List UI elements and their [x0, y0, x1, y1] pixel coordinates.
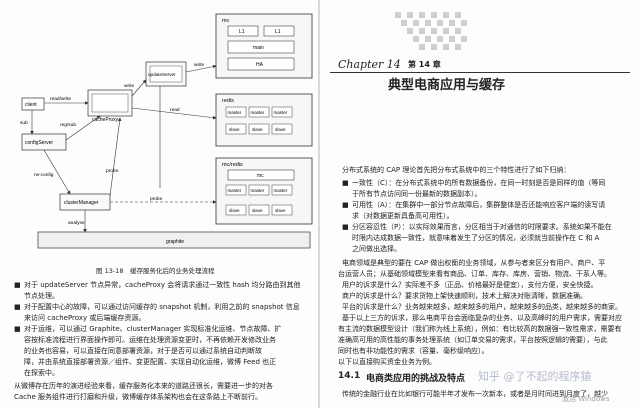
body-line: 平台的诉求是什么？业务越来越多，越来越多的用户，越来越多的品类，越来越多的商家。 — [342, 303, 622, 311]
chapter-title: 典型电商应用与缓存 — [388, 78, 506, 93]
edge-read: read — [170, 107, 180, 113]
svg-text:master: master — [274, 188, 288, 193]
svg-text:cacheProxy: cacheProxy — [92, 117, 119, 123]
section-title: 电商类应用的挑战及特点 — [366, 374, 466, 384]
svg-text:clusterManager: clusterManager — [64, 200, 99, 206]
bullet-marker: ■ — [14, 325, 21, 333]
body-line: 电商领域是典型的要在 CAP 做出权衡的业务领域，从参与者来区分有用户、商户、平 — [342, 259, 606, 267]
client-box — [21, 97, 45, 111]
svg-text:client: client — [25, 102, 37, 108]
svg-text:slave: slave — [252, 208, 263, 213]
body-line: 的业务也容易，可以直接在同意部署资源，对于是否可以通过系统自动判断故 — [24, 347, 262, 355]
svg-text:master: master — [251, 188, 265, 193]
body-line: 基于以上三方的诉求，那么电商平台会面临复杂的业务、以及高峰时的用户需求，需要对应 — [342, 314, 622, 322]
body-line: 有主流的数据模型设计（我们称为线上系统），例如：有比较高的数据强一致性需求，需要… — [338, 325, 622, 333]
mc-redis-label: mc/redis — [222, 162, 243, 168]
slave-box: slave — [229, 127, 240, 132]
redis-label: redis — [222, 98, 234, 104]
book-spine — [318, 0, 320, 408]
bullet-marker: ■ — [14, 281, 21, 289]
edge-regsub: reg/sub — [60, 122, 76, 128]
svg-text:updateServer: updateServer — [148, 72, 176, 77]
cap-line: 求（对数据更新具备高可用性）。 — [352, 212, 454, 220]
master-box: master — [228, 110, 242, 115]
body-line: 节点处理。 — [24, 292, 59, 300]
l1-box-b: L1 — [275, 29, 281, 35]
body-line: 商户的诉求是什么？要求货物上架快速顺利，技术上解决对账清晰，数据准确。 — [342, 292, 587, 300]
windows-activation-note: 激活 Windows — [562, 395, 610, 403]
cap-line: 一致性（C）：在分布式系统中的所有数据备份，在同一时刻是否是同样的值（等同 — [352, 179, 606, 187]
svg-text:graphite: graphite — [166, 239, 184, 245]
redis-cluster-box — [215, 93, 313, 147]
edge-probe: probe — [106, 168, 119, 174]
body-line: 同时也有非功能性的需求（容量、毫秒级响应）。 — [338, 347, 489, 355]
watermark-text: 知乎 @了不起的程序猿 — [478, 370, 592, 383]
body-line: 对于配置中心的故障，可以通过访问缓存的 snapshot 机制，利用之前的 sn… — [24, 303, 300, 311]
chapter-number: 第 14 章 — [408, 60, 441, 69]
body-line: 从微博存在历年的演进经验来看，缓存服务化本来的道路还很长，需要进一步的对各 — [14, 382, 273, 390]
body-line: 来访问 cacheProxy 或后端缓存资源。 — [24, 314, 146, 322]
section-line: 传统的金融行业在比如银行可能半年才发布一次新本，或者是月时间进到月度了，越少 — [342, 390, 608, 398]
svg-text:configServer: configServer — [25, 140, 53, 146]
bullet-marker: ■ — [14, 303, 21, 311]
mc-label: mc — [222, 18, 230, 24]
svg-text:slave: slave — [252, 127, 263, 132]
edge-write-1: write — [124, 83, 134, 89]
chapter-rule — [330, 72, 630, 73]
l1-box-a: L1 — [239, 29, 245, 35]
svg-text:master: master — [251, 110, 265, 115]
section-number: 14.1 — [338, 371, 361, 381]
body-line: 对于 updateServer 节点异常，cacheProxy 会将请求通过一致… — [24, 281, 301, 289]
body-line: 准确高可用的高性能的事务处理系统（如订单交易的需求，平台按照逻辑的需要），与此 — [338, 336, 608, 344]
figure-caption: 图 13-18 缓存服务化后的业务处理流程 — [96, 267, 215, 275]
right-book-page: Chapter 14 第 14 章 典型电商应用与缓存 分布式系统的 CAP 理… — [320, 0, 640, 408]
decorative-pixel-pattern — [395, 12, 467, 50]
body-line: 以下以直接购买资金业务为例。 — [338, 358, 436, 366]
edge-sub: sub — [20, 120, 28, 126]
svg-text:slave: slave — [275, 208, 286, 213]
body-line: 障，并由系统直接部署资源／组件、变更配置、实现自动化运维，微博 Feed 也正 — [24, 358, 277, 366]
main-box: main — [253, 45, 264, 51]
edge-rwconfig: rw-config — [34, 172, 54, 178]
edge-probe-2: probe — [150, 196, 163, 202]
cap-line: 之间做出选择。 — [352, 245, 401, 253]
body-line: 对于运维，可以通过 Graphite、clusterManager 实现标准化运… — [24, 325, 282, 333]
svg-text:master: master — [228, 188, 242, 193]
cap-line: 时限内达成数据一致性，就意味着发生了分区的情况，必须就当前操作在 C 和 A — [352, 234, 600, 242]
edge-readwrite: read/write — [50, 96, 71, 102]
svg-text:master: master — [274, 110, 288, 115]
cap-line: 分区容忍性（P）：以实际效果而言，分区相当于对通信的时限要求。系统如果不能在 — [352, 223, 612, 231]
edge-analyse: analyse — [68, 220, 85, 226]
chapter-script: Chapter 14 — [338, 58, 401, 71]
svg-text:slave: slave — [275, 127, 286, 132]
body-line: 用户的诉求是什么？实际差不多（正品、价格最好是便宜），支付方便，安全快捷。 — [342, 281, 598, 289]
svg-text:slave: slave — [229, 208, 240, 213]
cap-line: 可用性（A）：在集群中一部分节点故障后，集群整体是否还能响应客户端的读写请 — [352, 201, 606, 209]
graphite-box — [37, 231, 311, 249]
body-line: 容按标准流程进行界面操作即可。运维在处理资源变更时，不再依赖开发修改业务 — [24, 336, 276, 344]
left-book-page: mc L1 L1 main HA redis master master mas… — [0, 0, 318, 408]
body-line: 在探索中。 — [24, 369, 59, 377]
body-line: 台运营人员；从基础领域模型来看有商品、订单、库存、库房、营销、物流、干系人等。 — [338, 270, 611, 278]
edge-write-2: write — [194, 62, 204, 68]
body-line: Cache 服务组件进行打磨和升级，微博缓存体系架构也会在这条路上不断前行。 — [14, 393, 262, 401]
intro-line: 分布式系统的 CAP 理论首先把分布式系统中的三个特性进行了如下归纳： — [342, 166, 571, 174]
mc-box-2: mc — [257, 173, 264, 179]
cache-architecture-diagram: mc L1 L1 main HA redis master master mas… — [20, 13, 313, 249]
cap-line: 于所有节点访问同一份最新的数据副本）。 — [352, 190, 482, 198]
ha-box: HA — [256, 62, 264, 68]
